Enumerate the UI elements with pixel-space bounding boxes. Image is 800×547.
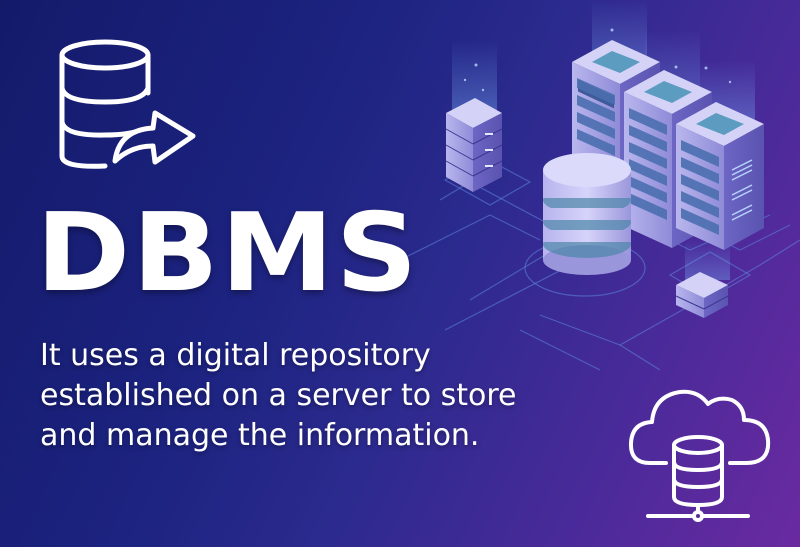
small-server-stack-icon: [445, 98, 503, 192]
database-export-icon: [59, 39, 196, 169]
description-line-1: It uses a digital repository: [40, 338, 431, 373]
page-title: DBMS: [36, 191, 420, 316]
server-rack-icon: [676, 102, 764, 250]
cloud-database-network-icon: [628, 389, 771, 522]
server-rack-slots: [577, 78, 615, 156]
small-server-box-icon: [675, 272, 729, 318]
description: It uses a digital repository established…: [40, 336, 600, 456]
database-cylinder-icon: [543, 153, 631, 275]
description-line-2: established on a server to store: [40, 378, 517, 413]
description-line-3: and manage the information.: [40, 418, 480, 453]
